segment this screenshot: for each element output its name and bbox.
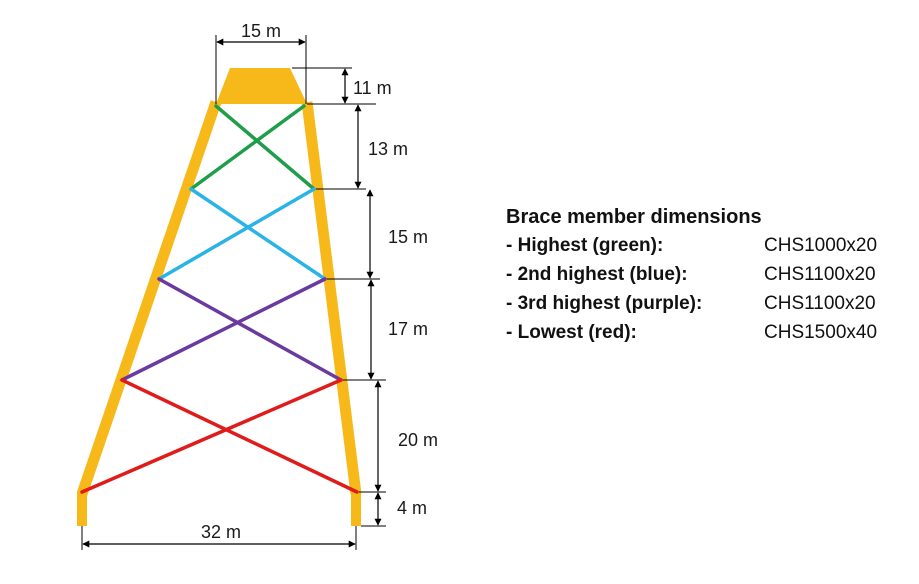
legend-spec-green: CHS1000x20 <box>764 235 878 256</box>
height-label-5: 20 m <box>398 430 438 450</box>
legend-name-blue: - 2nd highest (blue): <box>506 264 688 285</box>
legend-name-red: - Lowest (red): <box>506 322 637 343</box>
height-dimension-2: 13 m <box>316 104 408 190</box>
legend-spec-purple: CHS1100x20 <box>764 293 876 314</box>
height-dimension-3: 15 m <box>327 189 428 280</box>
brace-blue-2 <box>157 187 316 281</box>
left-leg <box>76 100 222 496</box>
bottom-width-dimension: 32 m <box>81 522 357 550</box>
right-leg <box>301 101 362 495</box>
height-label-6: 4 m <box>397 498 427 518</box>
height-dimension-1: 11 m <box>292 67 392 105</box>
height-label-1: 11 m <box>353 78 392 98</box>
legend-title: Brace member dimensions <box>506 206 762 228</box>
top-width-dimension: 15 m <box>215 21 307 104</box>
brace-purple-1 <box>157 277 343 382</box>
height-dimension-6: 4 m <box>361 492 427 527</box>
brace-red-1 <box>120 378 359 494</box>
height-dimension-4: 17 m <box>343 279 428 381</box>
legend-row-blue: - 2nd highest (blue): CHS1100x20 <box>506 260 876 289</box>
left-leg-foot <box>77 492 87 526</box>
legend-name-purple: - 3rd highest (purple): <box>506 293 703 314</box>
height-label-2: 13 m <box>368 139 408 159</box>
legend-row-green: - Highest (green): CHS1000x20 <box>506 231 877 260</box>
legend-row-red: - Lowest (red): CHS1500x40 <box>506 318 877 347</box>
brace-blue-1 <box>189 187 327 281</box>
height-dimension-5: 20 m <box>359 380 438 493</box>
legend-spec-blue: CHS1100x20 <box>764 264 876 285</box>
legend-row-purple: - 3rd highest (purple): CHS1100x20 <box>506 289 876 318</box>
top-width-label: 15 m <box>241 21 281 41</box>
height-label-3: 15 m <box>388 227 428 247</box>
topside-deck <box>216 68 307 104</box>
brace-dimensions-legend: Brace member dimensions - Highest (green… <box>506 203 877 347</box>
height-label-4: 17 m <box>388 319 428 339</box>
brace-purple-2 <box>120 277 327 382</box>
legend-spec-red: CHS1500x40 <box>764 322 878 343</box>
bottom-width-label: 32 m <box>201 522 241 542</box>
right-leg-foot <box>351 492 361 526</box>
brace-red-2 <box>80 378 343 494</box>
legend-name-green: - Highest (green): <box>506 235 664 256</box>
brace-green-1 <box>214 104 316 191</box>
brace-green-2 <box>189 104 306 191</box>
